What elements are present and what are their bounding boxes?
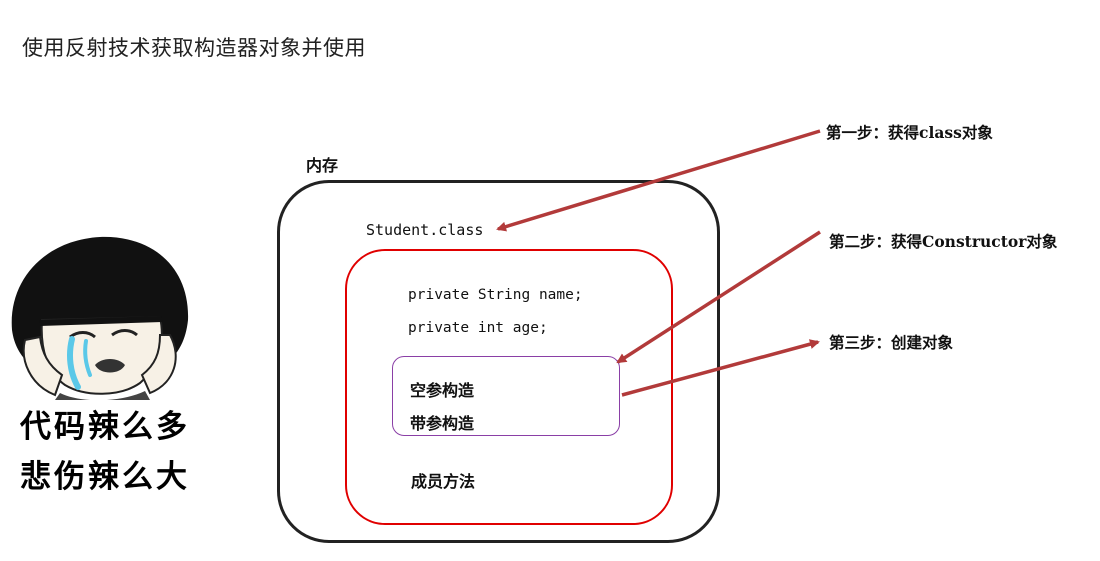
member-methods-label: 成员方法 <box>411 472 476 491</box>
memory-box <box>277 180 720 543</box>
step-3-label: 第三步：创建对象 <box>829 333 954 352</box>
constructor-box <box>392 356 620 436</box>
crying-face-image <box>11 236 189 400</box>
field-name: private String name; <box>408 287 583 303</box>
step-1-label: 第一步：获得class对象 <box>826 123 993 142</box>
meme-caption-line-2: 悲伤辣么大 <box>20 459 190 495</box>
class-object-label: Student.class <box>366 221 484 239</box>
meme-caption-line-1: 代码辣么多 <box>20 409 190 445</box>
arg-constructor-label: 带参构造 <box>410 414 475 433</box>
step-2-label: 第二步：获得Constructor对象 <box>829 232 1058 251</box>
step-1-arrow <box>496 129 821 232</box>
no-arg-constructor-label: 空参构造 <box>410 381 475 400</box>
step-3-arrow <box>621 339 820 397</box>
field-age: private int age; <box>408 320 548 336</box>
step-2-arrow <box>616 230 821 364</box>
page-title: 使用反射技术获取构造器对象并使用 <box>22 36 366 60</box>
student-object-box <box>345 249 673 525</box>
memory-label: 内存 <box>306 156 339 175</box>
crying-meme: 代码辣么多 悲伤辣么大 <box>0 225 210 505</box>
